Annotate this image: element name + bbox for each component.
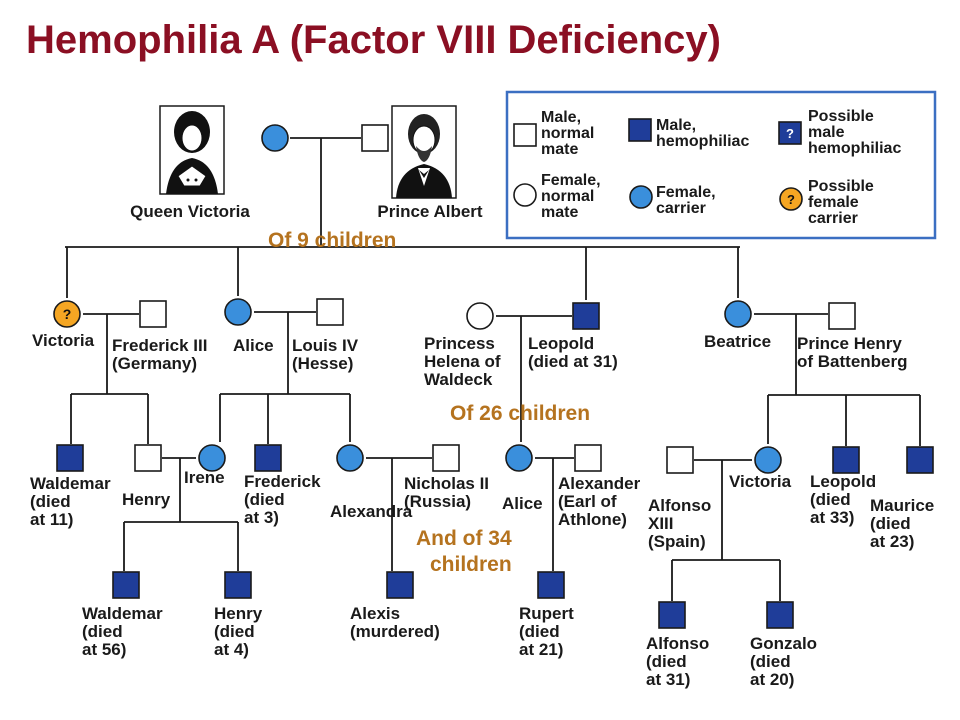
legend-box bbox=[505, 90, 937, 240]
leopold-battenberg-symbol bbox=[832, 446, 860, 474]
alice-albany-symbol bbox=[505, 444, 533, 472]
legend-male_possible-symbol bbox=[778, 121, 802, 145]
queen-victoria-symbol bbox=[261, 124, 289, 152]
pedigree-lines bbox=[65, 137, 921, 601]
alfonso-symbol bbox=[658, 601, 686, 629]
princess-helena-symbol bbox=[466, 302, 494, 330]
legend-female_possible-glyph: ? bbox=[787, 192, 795, 207]
victoria-symbol bbox=[53, 300, 81, 328]
group-label-3: children bbox=[430, 553, 512, 576]
page-title: Hemophilia A (Factor VIII Deficiency) bbox=[26, 18, 721, 62]
legend-female_possible-symbol bbox=[779, 187, 803, 211]
alexander-symbol bbox=[574, 444, 602, 472]
nicholas-ii-symbol bbox=[432, 444, 460, 472]
victoria-label: Victoria bbox=[32, 331, 95, 350]
group-label-1: Of 26 children bbox=[450, 402, 590, 425]
alexandra-symbol bbox=[336, 444, 364, 472]
waldemar-prussia-symbol bbox=[112, 571, 140, 599]
legend-male_normal-symbol bbox=[513, 123, 537, 147]
legend-female_carrier-label: Female,carrier bbox=[656, 184, 716, 217]
irene-label: Irene bbox=[184, 468, 225, 487]
frederick-iii-label: Frederick III(Germany) bbox=[112, 336, 207, 373]
henry-prussia-label: Henry bbox=[122, 490, 171, 509]
gonzalo-symbol bbox=[766, 601, 794, 629]
alexis-symbol bbox=[386, 571, 414, 599]
leopold-label: Leopold(died at 31) bbox=[528, 334, 618, 371]
victoria-question-mark: ? bbox=[63, 306, 72, 322]
legend-female_carrier-symbol bbox=[629, 185, 653, 209]
beatrice-label: Beatrice bbox=[704, 332, 771, 351]
queen-victoria-label: Queen Victoria bbox=[130, 202, 250, 221]
henry-prussia-symbol bbox=[134, 444, 162, 472]
legend-male_affected-symbol bbox=[628, 118, 652, 142]
louis-iv-label: Louis IV(Hesse) bbox=[292, 336, 359, 373]
rupert-symbol bbox=[537, 571, 565, 599]
legend-male_affected-label: Male,hemophiliac bbox=[656, 117, 749, 150]
irene-symbol bbox=[198, 444, 226, 472]
leopold-symbol bbox=[572, 302, 600, 330]
portrait-prince-albert bbox=[391, 105, 457, 199]
alice-label: Alice bbox=[233, 336, 274, 355]
alfonso-xiii-symbol bbox=[666, 446, 694, 474]
frederick-hesse-symbol bbox=[254, 444, 282, 472]
victoria-eugenie-symbol bbox=[754, 446, 782, 474]
group-label-2: And of 34 bbox=[416, 527, 512, 550]
frederick-iii-symbol bbox=[139, 300, 167, 328]
group-label-0: Of 9 children bbox=[268, 229, 396, 252]
alice-albany-label: Alice bbox=[502, 494, 543, 513]
beatrice-symbol bbox=[724, 300, 752, 328]
henry-prussia-jr-symbol bbox=[224, 571, 252, 599]
louis-iv-symbol bbox=[316, 298, 344, 326]
waldemar-symbol bbox=[56, 444, 84, 472]
prince-henry-symbol bbox=[828, 302, 856, 330]
alexis-label: Alexis(murdered) bbox=[350, 604, 440, 641]
maurice-symbol bbox=[906, 446, 934, 474]
prince-albert-label: Prince Albert bbox=[377, 202, 483, 221]
legend-female_normal-symbol bbox=[513, 183, 537, 207]
prince-albert-symbol bbox=[361, 124, 389, 152]
nicholas-ii-label: Nicholas II(Russia) bbox=[404, 474, 489, 511]
victoria-eugenie-label: Victoria bbox=[729, 472, 792, 491]
legend-male_possible-glyph: ? bbox=[786, 126, 794, 141]
alice-symbol bbox=[224, 298, 252, 326]
portrait-queen-victoria bbox=[159, 105, 225, 195]
alexandra-label: Alexandra bbox=[330, 502, 413, 521]
